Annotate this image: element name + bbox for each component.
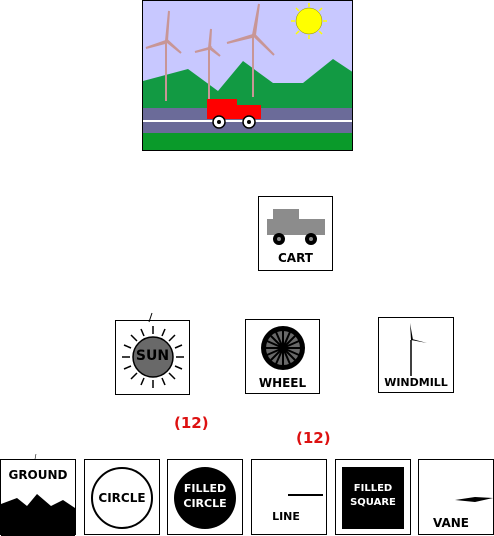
grass: [143, 133, 352, 150]
sun-node: SUN: [115, 312, 190, 395]
mountains: [143, 59, 352, 109]
windmill-icon: [401, 323, 427, 376]
filled-square-node: FILLED SQUARE: [335, 459, 411, 535]
ground-node: GROUND: [0, 453, 76, 536]
vane-node: VANE: [418, 459, 494, 535]
vane-icon: [455, 497, 493, 502]
filled-circle-node: FILLED CIRCLE: [167, 459, 243, 535]
wheel-icon: [261, 326, 305, 370]
cart-icon: [267, 209, 325, 245]
scene-picture: [142, 0, 353, 151]
line-icon: [288, 494, 323, 496]
circle-label: CIRCLE: [98, 491, 146, 505]
scene-sun: [291, 3, 327, 39]
filled-circle-label-1: FILLED: [183, 482, 227, 495]
line-label: LINE: [272, 510, 300, 523]
wheel-node: WHEEL: [245, 319, 320, 394]
filled-circle-count: (12): [174, 414, 209, 432]
filled-circle-label-2: CIRCLE: [183, 497, 227, 510]
windmill-label: WINDMILL: [384, 376, 448, 389]
line-node: LINE: [251, 459, 327, 535]
scene-windmills: [145, 3, 275, 101]
wheel-label: WHEEL: [258, 376, 307, 390]
line-count: (12): [296, 429, 331, 447]
cart-label: CART: [278, 251, 313, 265]
filled-square-label-2: SQUARE: [350, 497, 396, 508]
vane-label: VANE: [433, 516, 469, 530]
cart-node: CART: [258, 196, 333, 271]
ground-label: GROUND: [8, 468, 68, 482]
circle-icon: [91, 467, 153, 529]
sun-icon: [122, 312, 184, 388]
ground-icon: [1, 453, 75, 536]
scene-svg: [143, 1, 352, 150]
circle-node: CIRCLE: [84, 459, 160, 535]
scene-truck: [207, 99, 261, 129]
filled-circle-icon: [174, 467, 236, 529]
windmill-node: WINDMILL: [378, 317, 454, 393]
sun-label: SUN: [135, 348, 170, 364]
filled-square-icon: [342, 467, 404, 529]
filled-square-label-1: FILLED: [353, 483, 393, 494]
